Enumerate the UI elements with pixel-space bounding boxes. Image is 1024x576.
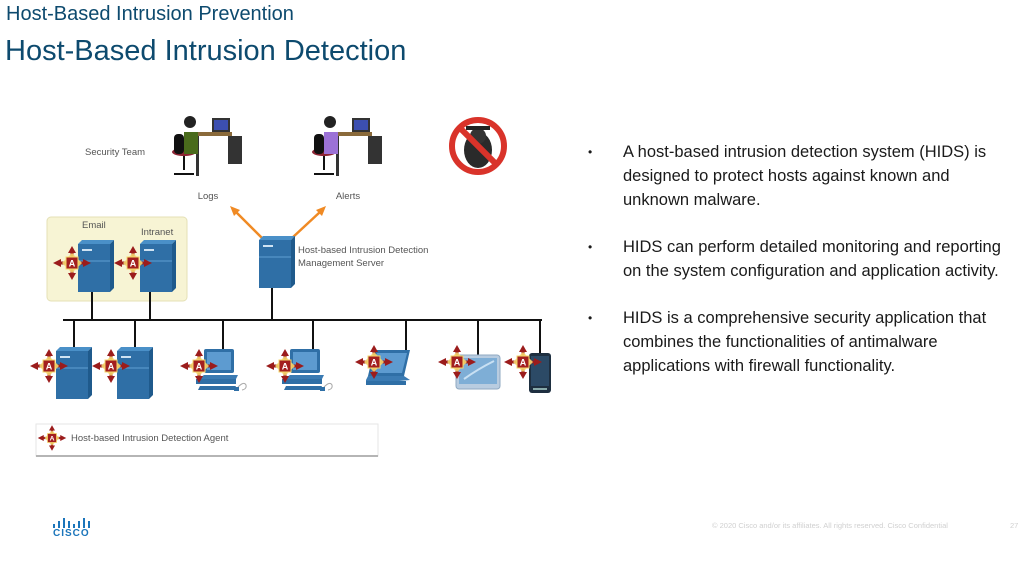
intranet-label: Intranet <box>141 227 174 238</box>
slide-title: Host-Based Intrusion Detection <box>5 35 407 67</box>
bullet-text: HIDS can perform detailed monitoring and… <box>623 238 1001 280</box>
security-team-label: Security Team <box>85 147 145 158</box>
server-icon <box>116 346 154 400</box>
security-team-logs-workstation-icon <box>171 115 243 177</box>
bullet-text: HIDS is a comprehensive security applica… <box>623 309 987 375</box>
email-label: Email <box>82 220 106 231</box>
bullet-item: • HIDS can perform detailed monitoring a… <box>585 235 1005 283</box>
security-team-alerts-workstation-icon <box>311 115 383 177</box>
logs-arrow <box>230 206 263 239</box>
no-hacker-icon <box>449 117 507 175</box>
legend-label: Host-based Intrusion Detection Agent <box>71 433 229 444</box>
bullet-marker: • <box>588 240 593 254</box>
legend-box: Host-based Intrusion Detection Agent <box>35 423 379 457</box>
cisco-logo: CISCO <box>50 517 94 541</box>
bullet-item: • A host-based intrusion detection syste… <box>585 140 1005 212</box>
alerts-arrow <box>291 206 326 239</box>
copyright-text: © 2020 Cisco and/or its affiliates. All … <box>712 521 948 530</box>
bullet-item: • HIDS is a comprehensive security appli… <box>585 306 1005 378</box>
bullet-text: A host-based intrusion detection system … <box>623 143 987 209</box>
network-bus <box>63 288 542 356</box>
management-server-icon <box>258 235 296 289</box>
hids-network-diagram: A <box>29 115 551 457</box>
cisco-logo-text: CISCO <box>53 528 90 539</box>
cisco-bars-icon <box>53 518 90 528</box>
server-icon <box>55 346 93 400</box>
alerts-label: Alerts <box>336 191 361 202</box>
slide-subtitle: Host-Based Intrusion Prevention <box>6 3 294 25</box>
page-number: 27 <box>1010 521 1019 530</box>
mgmt-server-label-line1: Host-based Intrusion Detection <box>298 245 428 256</box>
phone-icon <box>529 353 551 393</box>
bullet-marker: • <box>588 145 593 159</box>
logs-label: Logs <box>198 191 219 202</box>
bullet-list: • A host-based intrusion detection syste… <box>585 140 1005 401</box>
bullet-marker: • <box>588 311 593 325</box>
mgmt-server-label-line2: Management Server <box>298 258 384 269</box>
